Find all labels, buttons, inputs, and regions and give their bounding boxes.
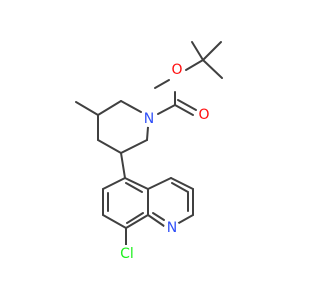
quinoline-nitrogen-label: N: [167, 220, 177, 236]
bond: [120, 100, 142, 113]
bond: [176, 214, 194, 225]
bond: [191, 41, 204, 61]
bond: [125, 214, 149, 229]
piperidine-nitrogen-atom: N: [141, 111, 157, 127]
bond: [152, 212, 165, 221]
piperidine-nitrogen-label: N: [144, 111, 154, 127]
bond: [120, 152, 126, 179]
bond: [177, 99, 197, 111]
bond: [97, 139, 122, 154]
bond: [146, 126, 149, 141]
chlorine-label: Cl: [120, 246, 134, 262]
bond: [120, 139, 148, 154]
bond: [154, 79, 170, 89]
carbonyl-oxygen-label: O: [198, 107, 209, 123]
bond: [157, 104, 176, 115]
carbonyl-oxygen-atom: O: [196, 107, 212, 123]
bond: [102, 214, 127, 229]
bond: [171, 182, 189, 193]
bond: [202, 59, 223, 79]
bond: [97, 100, 122, 116]
bonds: [75, 41, 223, 246]
ether-oxygen-atom: O: [169, 62, 185, 78]
bond: [170, 177, 194, 190]
bond: [125, 182, 143, 193]
bond: [102, 177, 126, 190]
quinoline-nitrogen-atom: N: [164, 220, 180, 236]
molecule-structure: O O N N Cl: [75, 41, 223, 263]
bond: [147, 177, 172, 190]
bond: [126, 212, 144, 224]
chlorine-atom: Cl: [114, 245, 140, 263]
ether-oxygen-label: O: [171, 62, 182, 78]
bond: [124, 177, 149, 190]
bond: [202, 41, 222, 61]
bond: [75, 101, 99, 116]
bond: [185, 59, 204, 71]
bond: [174, 104, 194, 116]
atom-labels: O O N N Cl: [114, 62, 212, 263]
bond: [147, 214, 165, 227]
